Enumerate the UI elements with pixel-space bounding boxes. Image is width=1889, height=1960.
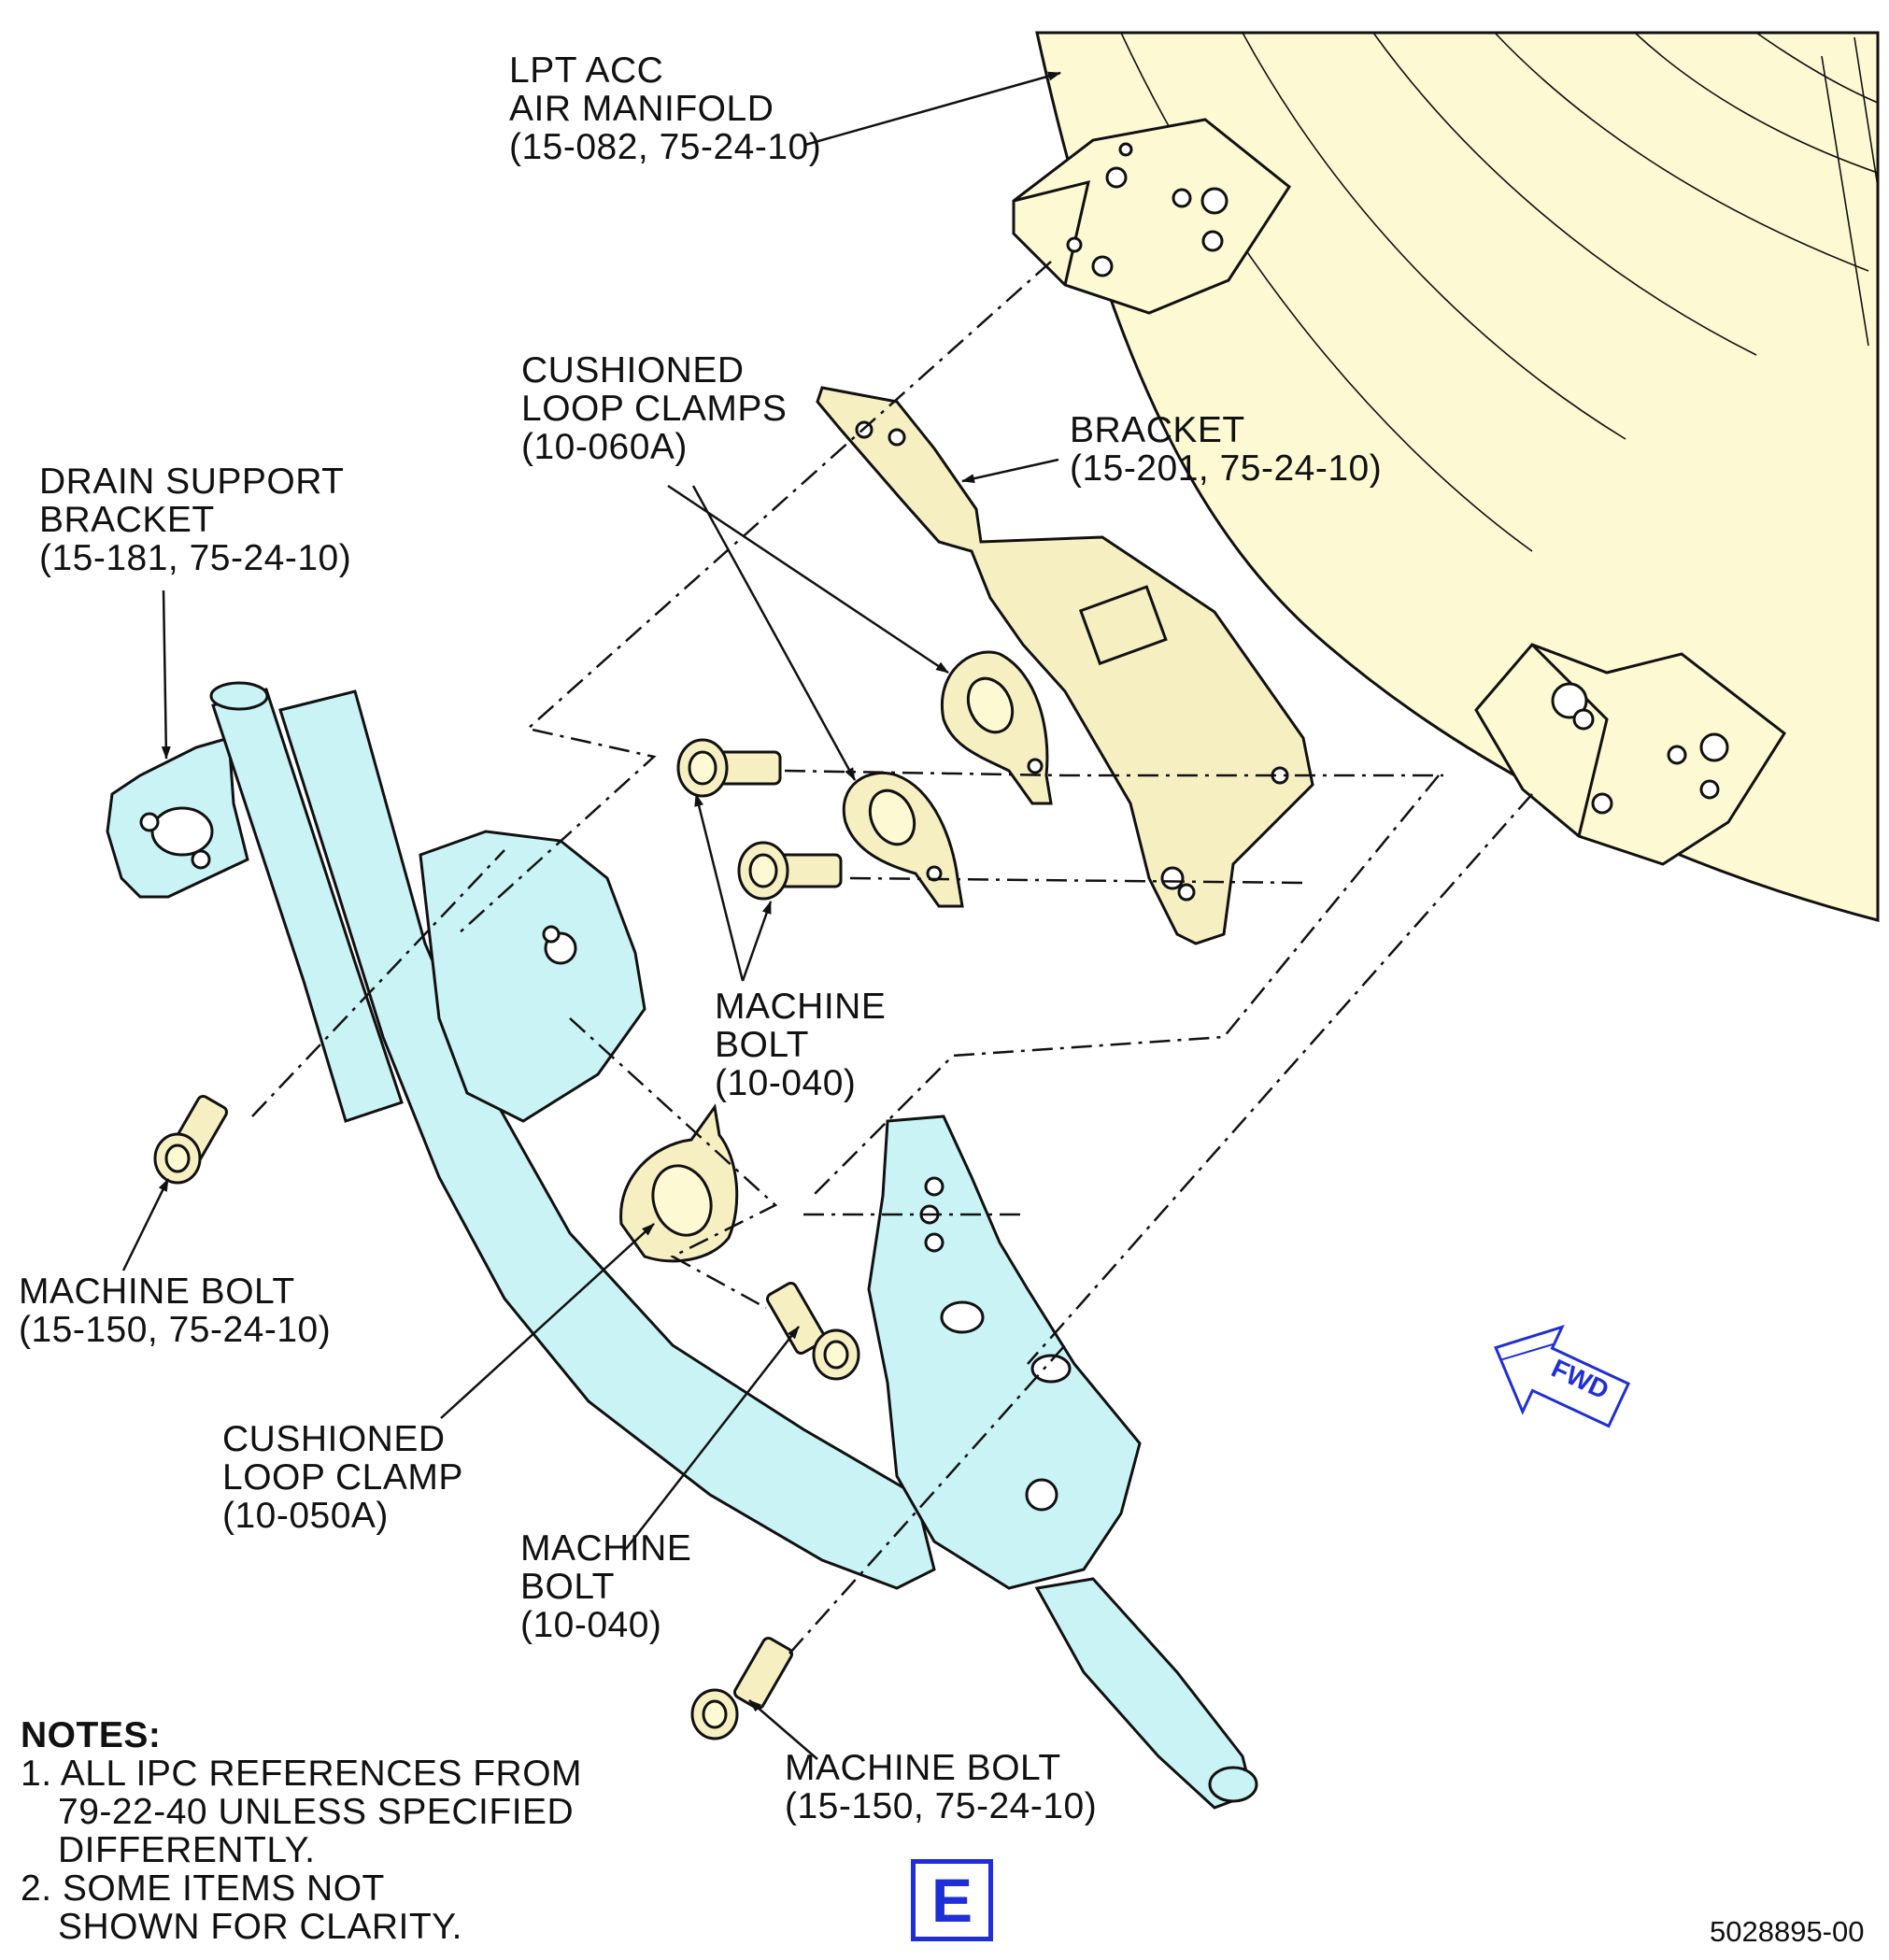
fwd-arrow-icon [1494,1325,1631,1428]
notes-title: NOTES: [21,1715,162,1755]
label-bracket: BRACKET(15-201, 75-24-10) [1070,410,1383,489]
machine-bolt-bottom-small [690,1637,794,1740]
cushioned-loop-clamp-upper [941,650,1053,805]
drain-support-bracket [106,681,1258,1810]
leader-lines [121,71,1061,1760]
machine-bolt-left-small [153,1095,229,1185]
label-machine-bolt-bottom: MACHINE BOLT(15-150, 75-24-10) [785,1748,1098,1826]
assembly-centerlines [251,261,1533,1655]
cushioned-loop-clamp-middle [842,771,964,908]
drawing-number: 5028895-00 [1710,1915,1865,1948]
machine-bolt-middle [737,841,843,901]
bracket-plate [816,386,1314,945]
note-1: 1. ALL IPC REFERENCES FROM 79-22-40 UNLE… [21,1754,583,1870]
machine-bolt-upper [676,738,782,798]
view-letter-box: E [911,1859,993,1941]
note-2: 2. SOME ITEMS NOT SHOWN FOR CLARITY. [21,1868,462,1947]
manifold-upper-flange [1012,118,1291,315]
notes-block: NOTES: 1. ALL IPC REFERENCES FROM 79-22-… [21,1716,582,1946]
cushioned-loop-clamp-lower [619,1103,739,1263]
label-machine-bolt-left: MACHINE BOLT(15-150, 75-24-10) [19,1271,332,1350]
manifold-lower-flange [1474,643,1786,866]
machine-bolt-lower-center [765,1282,860,1381]
